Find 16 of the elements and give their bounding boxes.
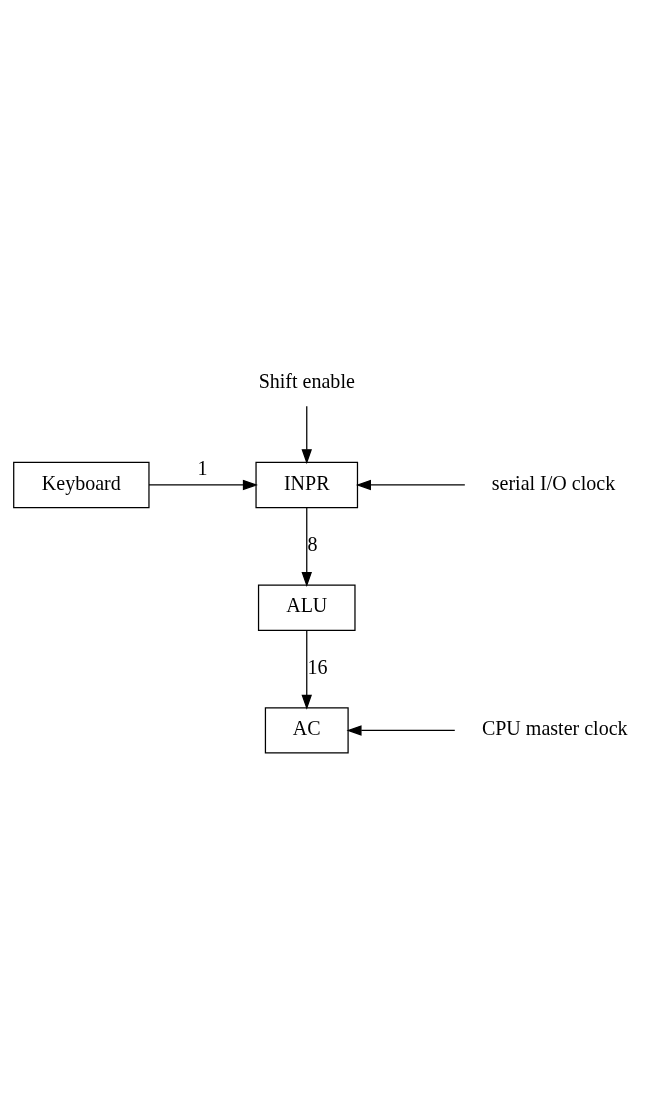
arrow (301, 629, 313, 710)
node-text: serial I/O clock (491, 471, 616, 494)
node-text: CPU master clock (481, 716, 628, 739)
node-box: AC (264, 706, 349, 754)
arrow (301, 506, 313, 587)
arrow (346, 724, 456, 736)
edge-label: 16 (307, 655, 328, 678)
node-box: Keyboard (13, 461, 150, 508)
node-text: Shift enable (258, 369, 355, 392)
node-box: INPR (255, 461, 359, 508)
arrow (355, 479, 466, 490)
edge-label: 8 (307, 532, 318, 555)
node-box: ALU (257, 584, 356, 631)
arrow (301, 405, 313, 464)
arrow (148, 479, 258, 490)
edge-label: 1 (197, 456, 208, 479)
